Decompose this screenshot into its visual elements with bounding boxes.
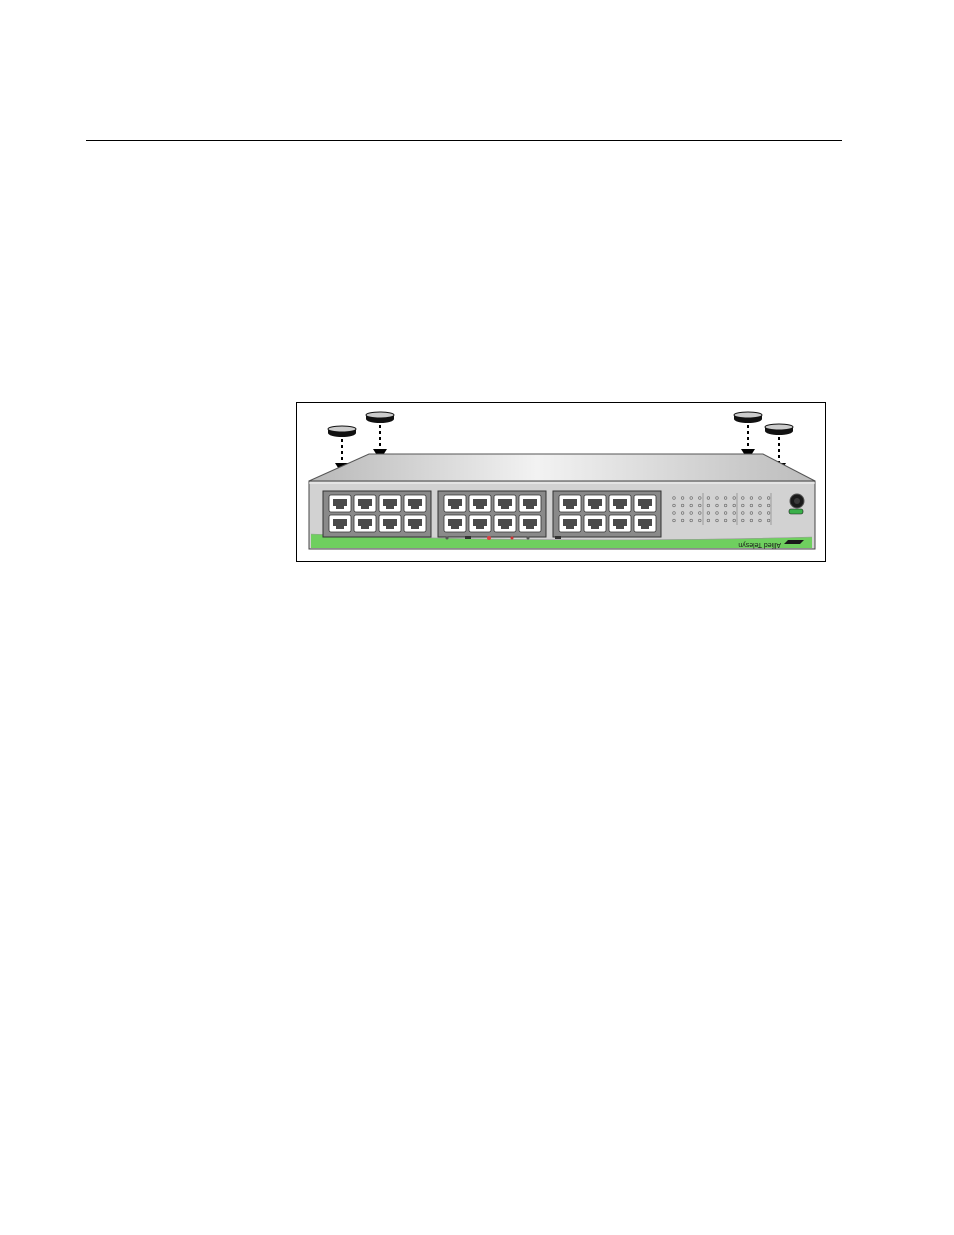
ethernet-port-icon bbox=[404, 515, 426, 532]
ethernet-port-icon bbox=[494, 495, 516, 512]
chassis-top bbox=[309, 454, 815, 481]
ethernet-port-icon bbox=[519, 495, 541, 512]
ethernet-port-icon bbox=[609, 515, 631, 532]
ethernet-port-icon bbox=[444, 495, 466, 512]
rubber-foot-icon bbox=[765, 424, 793, 435]
ethernet-port-icon bbox=[329, 515, 351, 532]
rubber-foot-icon bbox=[328, 426, 356, 437]
ethernet-port-icon bbox=[559, 515, 581, 532]
ethernet-port-icon bbox=[444, 515, 466, 532]
ethernet-port-icon bbox=[329, 495, 351, 512]
ethernet-port-icon bbox=[354, 515, 376, 532]
ethernet-port-icon bbox=[379, 515, 401, 532]
ethernet-port-icon bbox=[559, 495, 581, 512]
ethernet-port-icon bbox=[519, 515, 541, 532]
ethernet-port-icon bbox=[469, 495, 491, 512]
ethernet-port-icon bbox=[584, 495, 606, 512]
switch-chassis: Allied Telesyn bbox=[309, 454, 815, 549]
rubber-foot-icon bbox=[366, 412, 394, 423]
ethernet-port-icon bbox=[634, 515, 656, 532]
power-socket-icon bbox=[789, 494, 804, 514]
switch-illustration: Allied Telesyn bbox=[297, 403, 827, 563]
ethernet-port-icon bbox=[494, 515, 516, 532]
header-rule bbox=[86, 140, 842, 141]
ethernet-port-icon bbox=[634, 495, 656, 512]
ethernet-port-icon bbox=[609, 495, 631, 512]
brand-text: Allied Telesyn bbox=[738, 541, 781, 548]
ethernet-port-icon bbox=[404, 495, 426, 512]
ethernet-port-icon bbox=[584, 515, 606, 532]
ethernet-port-icon bbox=[379, 495, 401, 512]
figure-frame: Allied Telesyn bbox=[296, 402, 826, 562]
ethernet-port-icon bbox=[469, 515, 491, 532]
ethernet-port-icon bbox=[354, 495, 376, 512]
rubber-foot-icon bbox=[734, 412, 762, 423]
